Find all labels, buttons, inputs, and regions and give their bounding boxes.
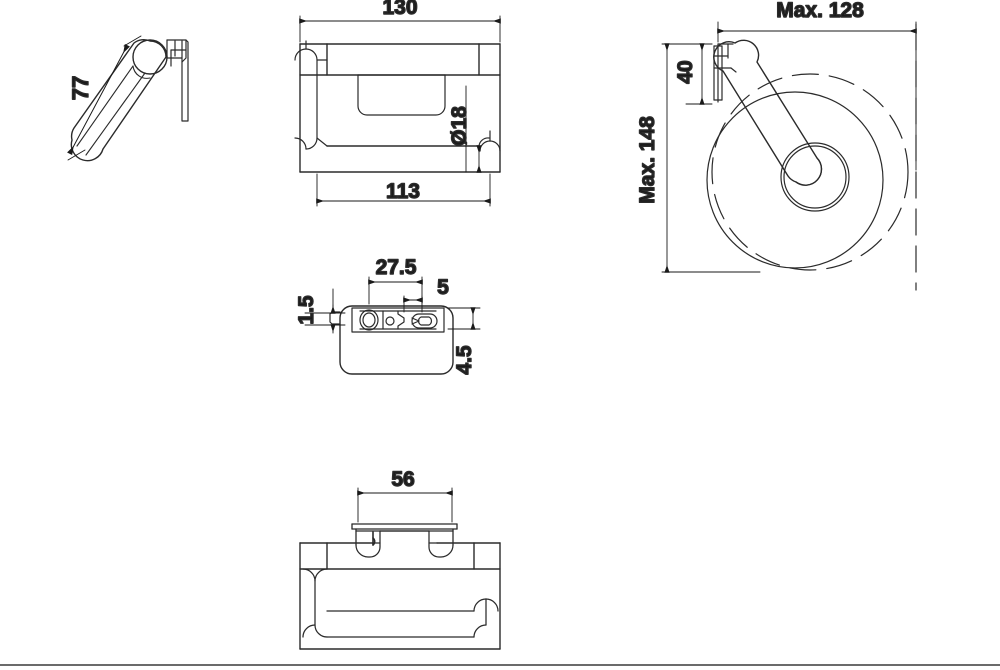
dim-40 xyxy=(685,43,713,105)
mounting-plate-detail-view: 27.5 5 1.5 4.5 xyxy=(294,255,481,375)
dim-113-label: 113 xyxy=(386,180,420,203)
dim-4-5-label: 4.5 xyxy=(453,345,476,375)
dim-1-5-label: 1.5 xyxy=(295,295,318,325)
dim-max-128-label: Max. 128 xyxy=(776,0,864,22)
front-inner-flap xyxy=(357,74,446,116)
dim-77 xyxy=(67,35,142,161)
paper-roll-envelope xyxy=(711,73,909,271)
dim-130-label: 130 xyxy=(382,0,417,19)
side-view-with-roll: Max. 128 Max. 148 40 xyxy=(635,0,917,291)
plate-slot-hole xyxy=(411,313,438,329)
top-main-bar xyxy=(299,542,501,650)
paper-roll-outline xyxy=(706,91,884,269)
dim-27-5-label: 27.5 xyxy=(376,256,417,279)
dim-1-5 xyxy=(304,288,346,334)
angled-wall-plate xyxy=(166,39,189,122)
dim-max-148-label: Max. 148 xyxy=(636,116,659,204)
top-roll-bar xyxy=(302,568,499,638)
front-body-outline xyxy=(299,43,501,173)
dim-4-5 xyxy=(447,307,481,330)
top-centre-cutout xyxy=(355,530,454,558)
front-view: 130 113 Ø18 xyxy=(294,0,501,207)
angled-arm-body xyxy=(70,39,167,162)
dim-5-label: 5 xyxy=(437,276,449,299)
plate-round-hole-small xyxy=(385,316,395,326)
side-wall-plate xyxy=(713,43,737,103)
dim-40-label: 40 xyxy=(674,60,697,83)
dim-5 xyxy=(403,295,423,313)
dim-130 xyxy=(299,15,501,43)
dim-56-label: 56 xyxy=(391,468,414,491)
front-left-corner-detail xyxy=(294,40,328,150)
side-angled-view: 77 xyxy=(67,35,189,162)
plate-body-outline xyxy=(339,305,454,375)
plate-round-hole-large xyxy=(359,309,379,331)
dim-56 xyxy=(357,487,453,523)
paper-roll-core xyxy=(780,142,850,212)
top-view: 56 xyxy=(299,467,501,650)
dim-113 xyxy=(316,173,491,207)
dim-d18 xyxy=(465,85,482,173)
dim-77-label: 77 xyxy=(68,76,93,100)
dim-d18-label: Ø18 xyxy=(448,106,471,146)
